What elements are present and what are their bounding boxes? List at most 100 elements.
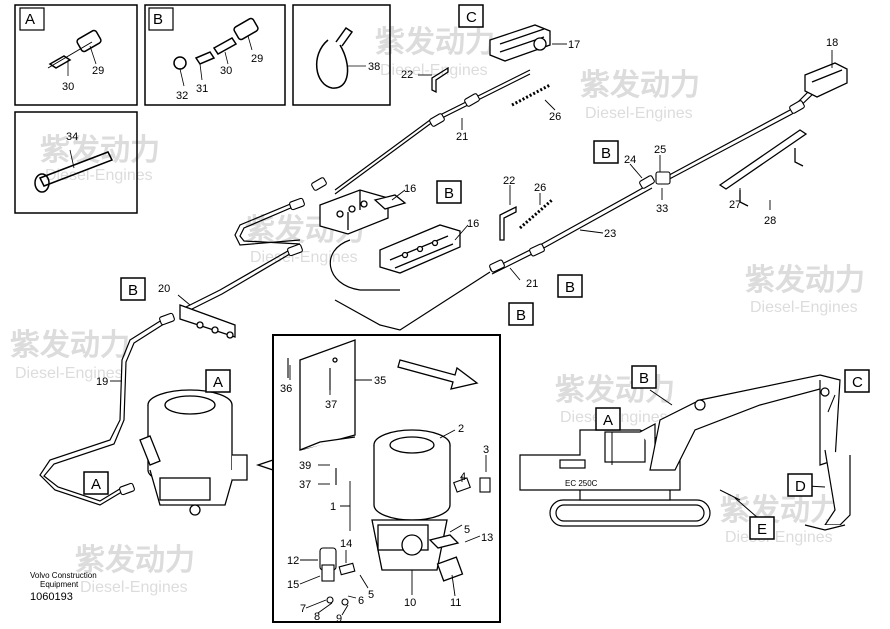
direction-arrow [397,359,479,390]
part-10: 10 [404,597,416,609]
part-26: 26 [534,182,546,194]
callout-c: C [466,9,477,26]
detail-frame [255,334,501,623]
part-18: 18 [826,37,838,49]
callout-a: A [25,11,35,28]
callout-b: B [565,279,575,296]
part-24: 24 [624,154,636,166]
part-2: 2 [458,423,464,435]
hose-fittings [119,93,805,496]
part-16: 16 [467,218,479,230]
part-28: 28 [764,215,776,227]
part-33: 33 [656,203,668,215]
part-5: 5 [464,524,470,536]
inset-panel-cable-tie [292,4,391,106]
part-29: 29 [251,53,263,65]
inset-panel-sleeve [14,111,138,214]
part-20: 20 [158,283,170,295]
watermark-cn: 紫发动力 [10,329,130,362]
callout-b: B [128,282,138,299]
watermark-cn: 紫发动力 [40,134,160,167]
part-19: 19 [96,376,108,388]
watermark-en: Diesel-Engines [80,579,188,596]
footer-document-id: 1060193 [30,591,73,603]
part-16: 16 [404,183,416,195]
part-25: 25 [654,144,666,156]
watermark-en: Diesel-Engines [15,365,123,382]
lube-reservoir-detail [371,429,464,582]
part-5: 5 [368,589,374,601]
part-26: 26 [549,111,561,123]
lube-reservoir-main [139,389,248,516]
part-21: 21 [526,278,538,290]
fittings-detail [287,358,491,606]
watermark-cn: 紫发动力 [745,264,865,297]
footer-brand: Volvo Construction [30,571,97,580]
mounting-plate [299,339,356,451]
part-38: 38 [368,61,380,73]
callout-b: B [444,185,454,202]
watermark-en: Diesel-Engines [725,529,833,546]
callout-b: B [516,307,526,324]
part-30: 30 [62,81,74,93]
footer-subbrand: Equipment [40,580,79,589]
distribution-block-right [804,62,848,98]
part-23: 23 [604,228,616,240]
inset-panel-a [14,4,138,106]
callout-e: E [757,521,767,538]
part-34: 34 [66,131,78,143]
leader-lines [110,43,833,616]
watermark: 紫发动力 Diesel-Engines 紫发动力 Diesel-Engines … [10,26,865,596]
excavator-illustration [519,374,851,531]
watermark-cn: 紫发动力 [555,374,675,407]
machine-model: EC 250C [565,479,598,488]
callout-b: B [153,11,163,28]
part-39: 39 [299,460,311,472]
callout-a: A [603,412,613,429]
part-17: 17 [568,39,580,51]
part-15: 15 [287,579,299,591]
callout-b: B [639,370,649,387]
part-1: 1 [330,501,336,513]
part-21: 21 [456,131,468,143]
part-14: 14 [340,538,352,550]
distribution-block-upper [319,189,407,235]
part-11: 11 [450,597,461,609]
distribution-block-top [489,24,551,62]
watermark-cn: 紫发动力 [580,69,700,102]
manifold-left [179,304,236,339]
part-32: 32 [176,90,188,102]
part-9: 9 [336,613,342,625]
callout-a: A [91,476,101,493]
part-27: 27 [729,199,741,211]
inset-panel-b [144,4,286,106]
part-36: 36 [280,383,292,395]
part-30: 30 [220,65,232,77]
part-8: 8 [314,611,320,623]
callout-b: B [601,145,611,162]
part-13: 13 [481,532,493,544]
callout-boxes [83,4,870,540]
callout-a: A [213,374,223,391]
part-29: 29 [92,65,104,77]
part-12: 12 [287,555,299,567]
part-22: 22 [401,69,413,81]
part-31: 31 [196,83,208,95]
part-37: 37 [325,399,337,411]
watermark-cn: 紫发动力 [75,544,195,577]
watermark-en: Diesel-Engines [750,299,858,316]
part-4: 4 [460,471,466,483]
callout-d: D [795,478,806,495]
watermark-en: Diesel-Engines [585,105,693,122]
distribution-block-lower [379,224,461,274]
part-6: 6 [358,595,364,607]
callout-c: C [852,374,863,391]
part-35: 35 [374,375,386,387]
watermark-cn: 紫发动力 [375,26,495,59]
part-7: 7 [300,603,306,615]
part-3: 3 [483,444,489,456]
watermark-en: Diesel-Engines [45,167,153,184]
part-22: 22 [503,175,515,187]
watermark-en: Diesel-Engines [380,62,488,79]
